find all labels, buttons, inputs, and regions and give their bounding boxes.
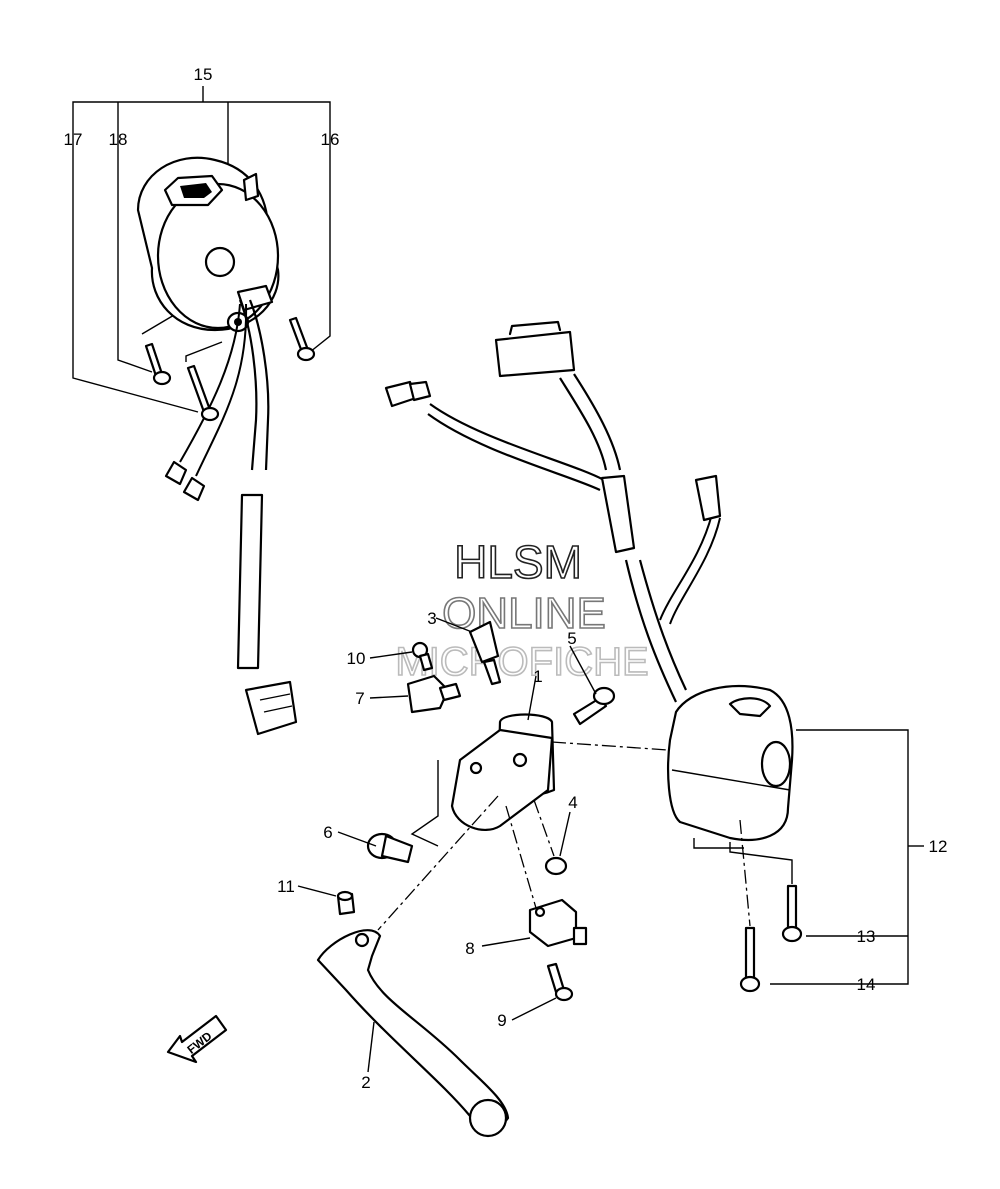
callout-5: 5: [567, 629, 576, 648]
clutch-switch-8: [528, 898, 588, 948]
callout-12: 12: [929, 837, 948, 856]
callout-16: 16: [321, 130, 340, 149]
screw-3: [468, 620, 502, 686]
switch-wire-harness: [164, 299, 298, 736]
clutch-lever-2: [316, 929, 510, 1138]
watermark: HLSM ONLINE MICROFICHE: [395, 535, 650, 685]
callout-numbers: 15 17 18 16 1 3 5 10 7 4 6 11 8 9 2 12 1…: [64, 65, 948, 1092]
callout-7: 7: [355, 689, 364, 708]
callout-8: 8: [465, 939, 474, 958]
clamp-7: [406, 674, 462, 714]
start-switch-assembly: [136, 156, 280, 333]
callout-leaders: [297, 617, 597, 1073]
callout-17: 17: [64, 130, 83, 149]
callout-3: 3: [427, 609, 436, 628]
nut-4: [544, 856, 568, 876]
bracket-lines-top-left: [72, 86, 331, 413]
screw-10: [411, 641, 434, 672]
callout-9: 9: [497, 1011, 506, 1030]
callout-1: 1: [533, 667, 542, 686]
fwd-arrow: FWD: [166, 1014, 228, 1064]
light-switch-assembly: [667, 685, 794, 841]
watermark-line-1: HLSM: [454, 536, 582, 588]
screws-top-left: [144, 316, 316, 422]
callout-6: 6: [323, 823, 332, 842]
screws-13-14: [739, 884, 803, 993]
right-wire-harness: [384, 320, 722, 703]
lever-holder: [450, 713, 556, 831]
bolt-6: [366, 832, 414, 864]
callout-4: 4: [568, 793, 577, 812]
callout-2: 2: [361, 1073, 370, 1092]
callout-14: 14: [857, 975, 876, 994]
collar-11: [336, 890, 356, 916]
callout-10: 10: [347, 649, 366, 668]
callout-15: 15: [194, 65, 213, 84]
callout-18: 18: [109, 130, 128, 149]
bolt-5: [572, 686, 616, 726]
bracket-lines-right: [770, 729, 924, 985]
callout-13: 13: [857, 927, 876, 946]
watermark-line-3: MICROFICHE: [395, 640, 648, 684]
assembly-center-lines: [377, 741, 793, 931]
screw-9: [546, 962, 574, 1002]
callout-11: 11: [277, 877, 295, 896]
